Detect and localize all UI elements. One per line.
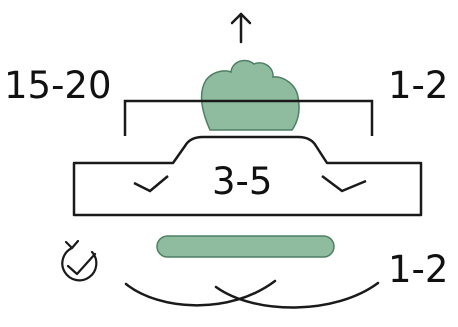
label-top-left: 15-20 (4, 64, 112, 107)
refresh-check-icon (61, 239, 98, 282)
top-bracket (123, 99, 374, 136)
right-notch (321, 175, 367, 193)
label-top-right: 1-2 (388, 64, 448, 107)
green-blob (200, 59, 300, 131)
label-center: 3-5 (212, 160, 272, 203)
arrow-up-icon (230, 12, 252, 44)
base-outline (72, 135, 423, 217)
left-notch (133, 175, 169, 193)
bottom-curves (124, 279, 380, 309)
green-bar (156, 235, 335, 258)
label-bottom-right: 1-2 (388, 248, 448, 291)
